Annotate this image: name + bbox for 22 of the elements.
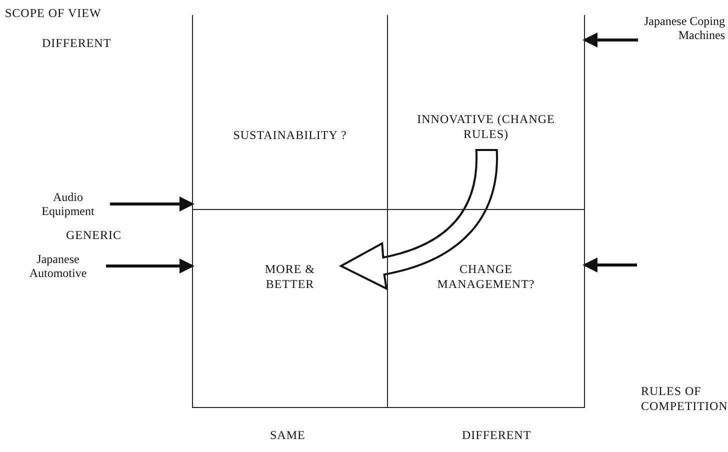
axis-label: DIFFERENT (462, 428, 532, 443)
quadrant-cell (192, 210, 388, 408)
quadrant-label: CHANGE MANAGEMENT? (436, 262, 536, 292)
quadrant-cell (388, 15, 585, 210)
quadrant-label: SUSTAINABILITY ? (232, 128, 348, 143)
axis-label: RULES OF COMPETITION (641, 384, 728, 414)
arrow (582, 258, 637, 272)
axis-label: GENERIC (66, 228, 122, 243)
curved-block-arrow (340, 149, 498, 290)
axis-label: DIFFERENT (42, 36, 112, 51)
industry-label: Audio Equipment (28, 190, 108, 218)
quadrant-cell (388, 210, 585, 408)
quadrant-cell (192, 15, 388, 210)
arrow (106, 258, 194, 274)
quadrant-label: INNOVATIVE (CHANGE RULES) (416, 112, 556, 142)
industry-label: Japanese Automotive (12, 252, 104, 280)
axis-label: SCOPE OF VIEW (5, 6, 102, 21)
axis-label: SAME (270, 428, 306, 443)
arrow (582, 32, 638, 48)
industry-label: Japanese Coping Machines (640, 14, 725, 42)
quadrant-label: MORE & BETTER (264, 262, 316, 292)
arrow (110, 196, 194, 212)
